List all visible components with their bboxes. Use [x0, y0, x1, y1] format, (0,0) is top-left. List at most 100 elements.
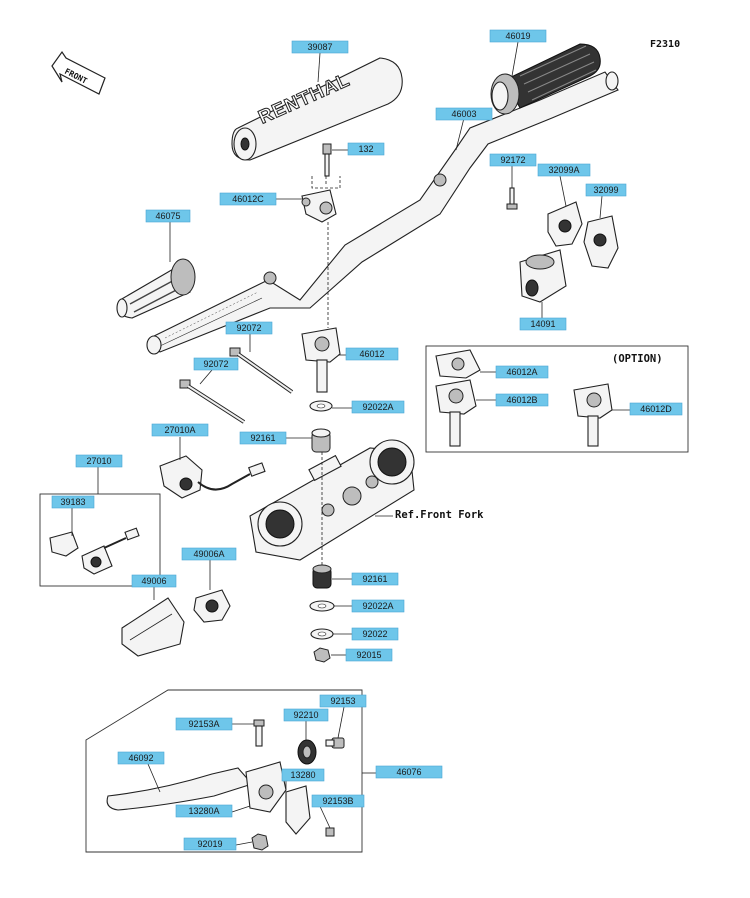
label-92161-bottom: 92161 [351, 572, 399, 586]
svg-text:92022A: 92022A [362, 402, 393, 412]
svg-text:46003: 46003 [451, 109, 476, 119]
svg-text:13280: 13280 [290, 770, 315, 780]
svg-text:13280A: 13280A [188, 806, 219, 816]
adjuster-bolt-a [253, 719, 265, 747]
svg-text:46075: 46075 [155, 211, 180, 221]
switch-assembly-box [39, 493, 161, 587]
label-46075: 46075 [145, 209, 191, 223]
svg-text:92210: 92210 [293, 710, 318, 720]
svg-text:32099: 32099 [593, 185, 618, 195]
label-92153B: 92153B [311, 794, 365, 808]
label-92172: 92172 [489, 153, 537, 167]
label-49006: 49006 [131, 574, 177, 588]
label-27010A: 27010A [151, 423, 209, 437]
handlebar [146, 71, 619, 355]
right-grip [490, 43, 601, 115]
svg-text:92022A: 92022A [362, 601, 393, 611]
label-39183: 39183 [51, 495, 95, 509]
svg-text:92072: 92072 [203, 359, 228, 369]
svg-text:14091: 14091 [530, 319, 555, 329]
svg-text:92161: 92161 [362, 574, 387, 584]
engine-stop-switch [159, 455, 266, 499]
damper-bottom [312, 564, 332, 589]
housing-screw [506, 187, 518, 210]
label-92022A-top: 92022A [351, 400, 405, 414]
svg-text:39183: 39183 [60, 497, 85, 507]
label-92022: 92022 [351, 627, 399, 641]
throttle-housing [583, 215, 619, 269]
svg-text:46012: 46012 [359, 349, 384, 359]
svg-text:92072: 92072 [236, 323, 261, 333]
svg-text:32099A: 32099A [548, 165, 579, 175]
label-13280A: 13280A [175, 804, 233, 818]
label-49006A: 49006A [181, 547, 237, 561]
riser-option-d [573, 383, 613, 447]
svg-text:46092: 46092 [128, 753, 153, 763]
svg-text:46012D: 46012D [640, 404, 672, 414]
svg-text:46019: 46019 [505, 31, 530, 41]
cable-tie-upper [229, 347, 294, 394]
svg-text:92161: 92161 [250, 433, 275, 443]
option-box [425, 345, 689, 453]
label-46012D: 46012D [629, 402, 683, 416]
lever-boot [121, 597, 185, 657]
svg-text:49006A: 49006A [193, 549, 224, 559]
throttle-tube [519, 249, 567, 303]
brake-lever-cover [193, 589, 231, 623]
svg-text:46076: 46076 [396, 767, 421, 777]
label-92022A-bottom: 92022A [351, 599, 405, 613]
cable-tie-lower [179, 379, 246, 424]
nut-bottom [313, 647, 331, 663]
label-46012A: 46012A [495, 365, 549, 379]
label-132: 132 [347, 142, 385, 156]
label-92210: 92210 [283, 708, 329, 722]
label-13280: 13280 [281, 768, 325, 782]
label-27010: 27010 [75, 454, 123, 468]
option-label: (OPTION) [612, 353, 663, 365]
label-46012B: 46012B [495, 393, 549, 407]
front-arrow-icon: FRONT [51, 50, 106, 95]
label-46012C: 46012C [219, 192, 277, 206]
clutch-lever [106, 767, 253, 811]
triple-clamp [249, 439, 415, 561]
svg-text:92172: 92172 [500, 155, 525, 165]
lever-assembly-box [85, 689, 363, 853]
svg-text:49006: 49006 [141, 576, 166, 586]
svg-text:92015: 92015 [356, 650, 381, 660]
label-92161-top: 92161 [239, 431, 287, 445]
left-grip [116, 258, 196, 319]
svg-text:46012C: 46012C [232, 194, 264, 204]
diagram-code: F2310 [650, 39, 680, 50]
svg-text:46012B: 46012B [506, 395, 537, 405]
ref-front-fork: Ref.Front Fork [395, 509, 484, 521]
lever-bolt [325, 737, 345, 749]
holder-nut [251, 833, 269, 851]
riser [301, 327, 341, 393]
lever-holder [245, 761, 311, 835]
riser-option-a [435, 349, 481, 379]
label-14091: 14091 [519, 317, 567, 331]
svg-text:92153A: 92153A [188, 719, 219, 729]
svg-text:39087: 39087 [307, 42, 332, 52]
label-92019: 92019 [183, 837, 237, 851]
label-39087: 39087 [291, 40, 349, 54]
upper-clamp [301, 189, 337, 223]
label-92072-lower: 92072 [193, 357, 239, 371]
label-46019: 46019 [489, 29, 547, 43]
clamp-bolt [322, 143, 332, 177]
label-32099: 32099 [585, 183, 627, 197]
damper-top [311, 428, 331, 453]
svg-text:27010: 27010 [86, 456, 111, 466]
label-46003: 46003 [435, 107, 493, 121]
svg-text:27010A: 27010A [164, 425, 195, 435]
svg-text:92022: 92022 [362, 629, 387, 639]
label-46012: 46012 [345, 347, 399, 361]
label-46076: 46076 [375, 765, 443, 779]
collar [297, 739, 317, 765]
throttle-housing-a [547, 201, 583, 247]
riser-option-b [435, 379, 477, 447]
svg-text:92153: 92153 [330, 696, 355, 706]
svg-text:132: 132 [358, 144, 373, 154]
holder-bolt-b [325, 827, 335, 837]
